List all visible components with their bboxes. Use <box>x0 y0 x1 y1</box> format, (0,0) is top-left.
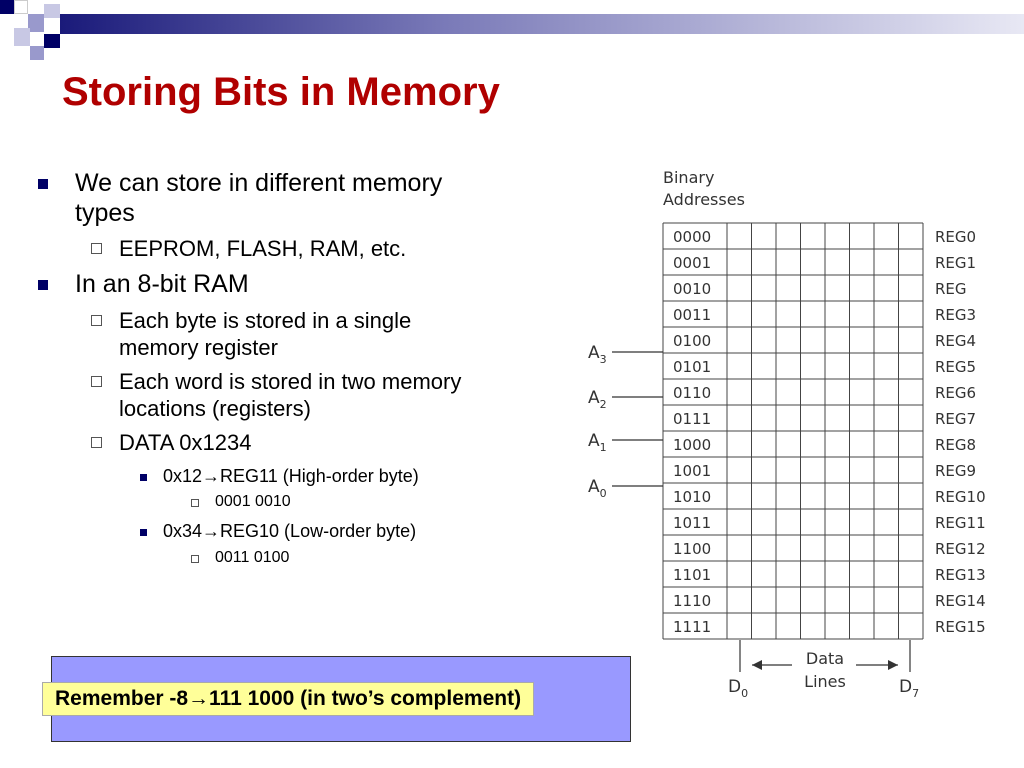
register-label: REG11 <box>935 514 986 532</box>
register-label: REG6 <box>935 384 976 402</box>
register-rows: 0000 REG0 0001 REG1 0010 REG 0011 REG3 0100 REG4 0… <box>673 228 986 636</box>
sub-bullet-text: Each word is stored in two memory <box>119 369 462 394</box>
arrow-left-icon <box>752 660 762 670</box>
address-line-label: A3 <box>588 343 607 366</box>
address-value: 0000 <box>673 228 711 246</box>
decor-square <box>0 0 14 14</box>
decor-square <box>14 28 30 46</box>
register-label: REG <box>935 280 967 298</box>
register-label: REG7 <box>935 410 976 428</box>
sub-sub-bullet-text: 0x12→REG11 (High-order byte) <box>163 466 419 486</box>
decor-square <box>30 46 44 60</box>
register-grid <box>662 222 924 640</box>
bullet-square-icon <box>38 179 48 189</box>
register-label: REG12 <box>935 540 986 558</box>
bullet-text: types <box>75 199 135 227</box>
bullet-text: We can store in different memory <box>75 169 443 197</box>
level4-bullet-square-icon <box>191 499 199 507</box>
address-value: 0100 <box>673 332 711 350</box>
sub-sub-bullet-square-icon <box>140 474 147 481</box>
arrow-right-icon <box>888 660 898 670</box>
address-value: 0101 <box>673 358 711 376</box>
sub-bullet-text: Each byte is stored in a single <box>119 308 412 333</box>
d7-label: D7 <box>899 677 919 700</box>
sub-bullet-square-icon <box>91 243 102 254</box>
address-value: 0111 <box>673 410 711 428</box>
sub-bullet-square-icon <box>91 315 102 326</box>
register-label: REG15 <box>935 618 986 636</box>
data-lines-label: Lines <box>804 672 846 691</box>
d0-label: D0 <box>728 677 748 700</box>
data-lines-label: Data <box>806 649 844 668</box>
sub-sub-bullet-square-icon <box>140 529 147 536</box>
address-line-label: A0 <box>588 477 607 500</box>
decor-square <box>28 14 44 32</box>
register-label: REG1 <box>935 254 976 272</box>
address-value: 0001 <box>673 254 711 272</box>
address-value: 1010 <box>673 488 711 506</box>
bullet-square-icon <box>38 280 48 290</box>
address-value: 1111 <box>673 618 711 636</box>
sub-bullet-text: EEPROM, FLASH, RAM, etc. <box>119 236 407 261</box>
slide-title: Storing Bits in Memory <box>62 70 500 114</box>
register-label: REG13 <box>935 566 986 584</box>
header-gradient-bar <box>60 14 1024 34</box>
address-value: 0011 <box>673 306 711 324</box>
register-label: REG14 <box>935 592 986 610</box>
address-line-label: A1 <box>588 431 607 454</box>
register-label: REG10 <box>935 488 986 506</box>
sub-bullet-text: memory register <box>119 335 278 360</box>
sub-bullet-text: DATA 0x1234 <box>119 430 252 455</box>
register-label: REG8 <box>935 436 976 454</box>
level4-bullet-text: 0001 0010 <box>215 493 291 510</box>
address-value: 0110 <box>673 384 711 402</box>
register-label: REG4 <box>935 332 976 350</box>
address-value: 1001 <box>673 462 711 480</box>
level4-bullet-text: 0011 0100 <box>215 549 290 566</box>
address-value: 1110 <box>673 592 711 610</box>
address-value: 1101 <box>673 566 711 584</box>
address-value: 1100 <box>673 540 711 558</box>
address-line-label: A2 <box>588 388 607 411</box>
address-value: 1000 <box>673 436 711 454</box>
register-label: REG3 <box>935 306 976 324</box>
register-label: REG5 <box>935 358 976 376</box>
address-value: 1011 <box>673 514 711 532</box>
bullet-text: In an 8-bit RAM <box>75 270 249 298</box>
decor-square <box>44 4 60 18</box>
decor-square <box>44 34 60 48</box>
register-label: REG0 <box>935 228 976 246</box>
sub-bullet-square-icon <box>91 376 102 387</box>
address-value: 0010 <box>673 280 711 298</box>
sub-bullet-square-icon <box>91 437 102 448</box>
sub-sub-bullet-text: 0x34→REG10 (Low-order byte) <box>163 521 417 541</box>
decor-square <box>14 0 28 14</box>
diagram-header-binary: Binary <box>663 168 714 187</box>
diagram-header-addresses: Addresses <box>663 190 745 209</box>
register-label: REG9 <box>935 462 976 480</box>
sub-bullet-text: locations (registers) <box>119 396 311 421</box>
callout-text: Remember -8→111 1000 (in two’s complemen… <box>42 682 535 716</box>
level4-bullet-square-icon <box>191 555 199 563</box>
